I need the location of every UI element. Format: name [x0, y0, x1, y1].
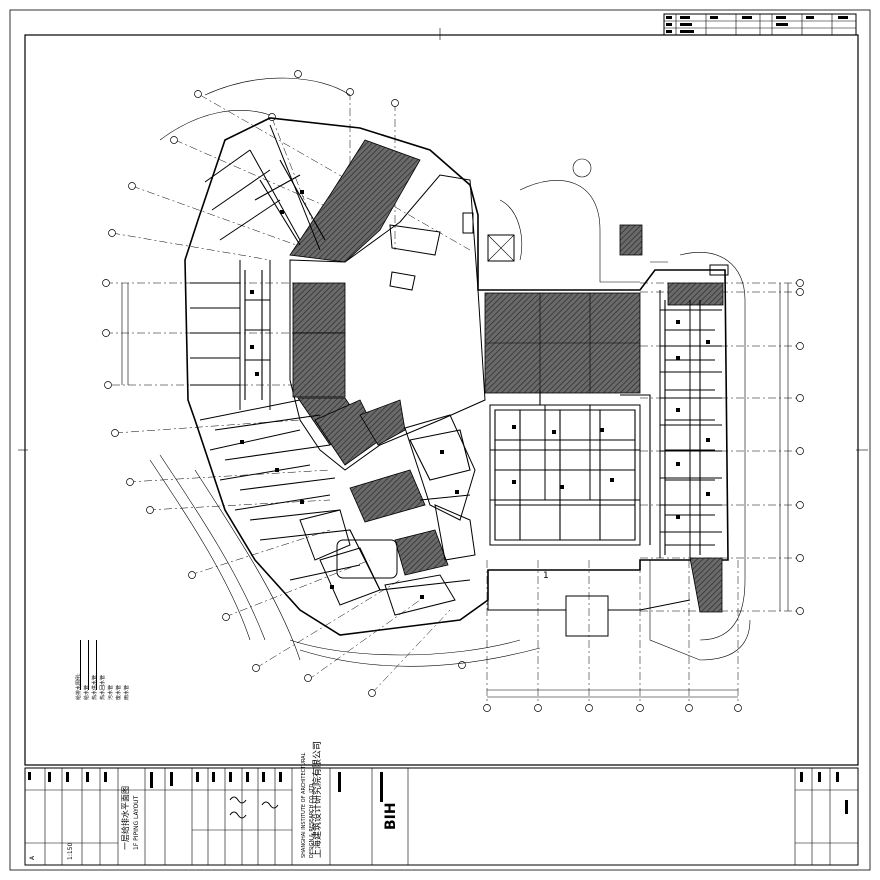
revision-value: A [29, 855, 36, 860]
piping-network [214, 159, 715, 591]
dimension-lines [121, 283, 789, 698]
entrance-marker-label: 1 [543, 571, 549, 581]
grid-bubbles [102, 70, 804, 712]
legend-item: 热水供水管 [91, 675, 98, 700]
outer-border [9, 9, 871, 871]
floor-plan: 1 [102, 70, 804, 712]
company-name-en-1: SHANGHAI INSTITUTE OF ARCHITECTURAL [301, 752, 307, 858]
legend-title: 给排水图例: [75, 673, 82, 700]
left-wing-rooms [190, 124, 331, 511]
inner-frame [24, 34, 859, 766]
hatched-areas [289, 139, 724, 613]
sheet-title: 一层给排水平面图 [120, 786, 130, 850]
plumbing-fixtures [240, 190, 710, 599]
company-name: 上海建筑设计研究院有限公司 [311, 741, 323, 858]
legend-item: 给水管 [83, 685, 90, 700]
building-outline [184, 117, 729, 636]
sheet-title-en: 1F PIPING LAYOUT [133, 795, 140, 850]
company-logo: BIH [383, 802, 399, 830]
legend-item: 废水管 [115, 685, 122, 700]
legend-item: 热水回水管 [99, 675, 106, 700]
legend: 给排水图例: 给水管 热水供水管 热水回水管 污水管 废水管 雨水管 [75, 673, 130, 700]
company-name-en-2: DESIGN & RESEARCH CO.,LTD [309, 784, 315, 858]
revision-table [663, 13, 857, 36]
legend-item: 雨水管 [123, 685, 130, 700]
title-block: 一层给排水平面图 1F PIPING LAYOUT 1:150 A 上海建筑设计… [24, 741, 859, 866]
legend-item: 污水管 [107, 685, 114, 700]
scale-value: 1:150 [67, 843, 74, 860]
